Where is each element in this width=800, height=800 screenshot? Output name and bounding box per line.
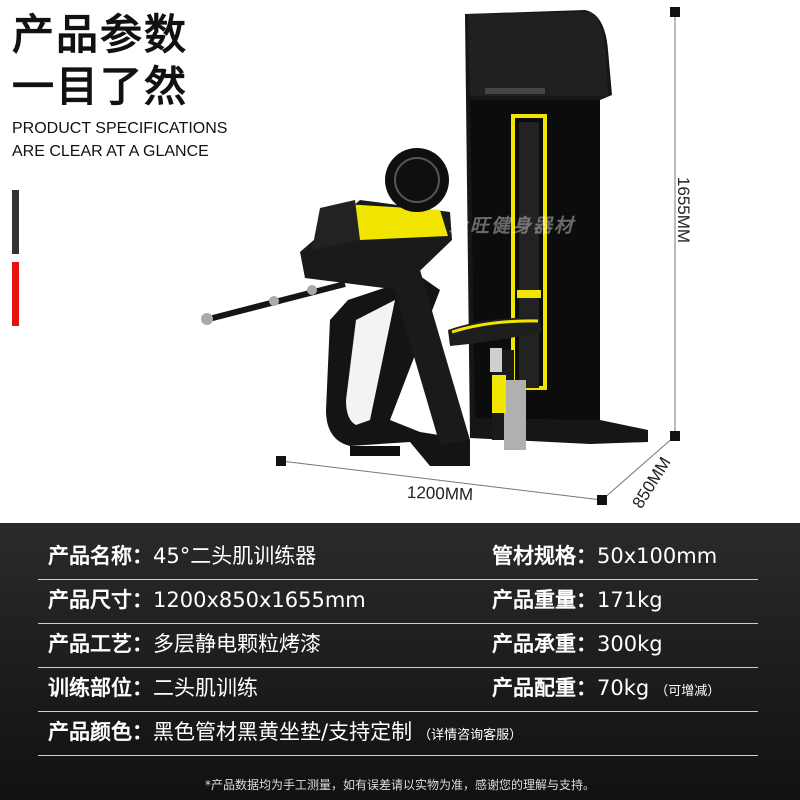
spec-label: 产品配重：	[492, 676, 597, 700]
spec-row: 产品尺寸：1200x850x1655mm 产品重量：171kg	[38, 579, 758, 624]
title-line-1: 产品参数	[12, 10, 189, 59]
spec-label: 产品承重：	[492, 632, 597, 656]
spec-label: 训练部位：	[48, 676, 153, 700]
spec-value: 多层静电颗粒烤漆	[153, 632, 321, 656]
spec-row: 训练部位：二头肌训练 产品配重：70kg （可增减）	[38, 667, 758, 712]
spec-value: 二头肌训练	[153, 676, 258, 700]
spec-row: 产品颜色：黑色管材黑黄坐垫/支持定制 （详情咨询客服）	[38, 711, 758, 756]
title-line-2: 一目了然	[12, 62, 189, 111]
spec-label: 产品名称：	[48, 544, 153, 568]
spec-label: 管材规格：	[492, 544, 597, 568]
spec-note: （详情咨询客服）	[418, 728, 523, 743]
spec-row: 产品名称：45°二头肌训练器 管材规格：50x100mm	[38, 535, 758, 580]
spec-value: 171kg	[597, 588, 663, 612]
accent-bar-dark	[12, 190, 19, 254]
spec-label: 产品重量：	[492, 588, 597, 612]
spec-label: 产品颜色：	[48, 720, 153, 744]
spec-label: 产品尺寸：	[48, 588, 153, 612]
dimension-width-label: 1200MM	[406, 482, 474, 505]
spec-value: 45°二头肌训练器	[153, 544, 317, 568]
subtitle-line-1: PRODUCT SPECIFICATIONS	[12, 120, 228, 137]
spec-value: 黑色管材黑黄坐垫/支持定制	[153, 720, 413, 744]
dimension-lines	[276, 7, 680, 505]
spec-value: 70kg	[597, 676, 650, 700]
brand-watermark: 永旺健身器材	[449, 215, 576, 237]
spec-value: 50x100mm	[597, 544, 718, 568]
subtitle-line-2: ARE CLEAR AT A GLANCE	[12, 143, 209, 160]
product-image	[201, 7, 680, 505]
machine-frame	[201, 10, 648, 466]
spec-note: （可增减）	[655, 684, 721, 699]
spec-value: 300kg	[597, 632, 663, 656]
spec-panel: 产品名称：45°二头肌训练器 管材规格：50x100mm 产品尺寸：1200x8…	[0, 523, 800, 800]
spec-value: 1200x850x1655mm	[153, 588, 366, 612]
dimension-height-label: 1655MM	[674, 176, 693, 244]
spec-row: 产品工艺：多层静电颗粒烤漆 产品承重：300kg	[38, 623, 758, 668]
footnote: *产品数据均为手工测量，如有误差请以实物为准，感谢您的理解与支持。	[204, 778, 595, 792]
spec-label: 产品工艺：	[48, 632, 153, 656]
accent-bar-red	[12, 262, 19, 326]
